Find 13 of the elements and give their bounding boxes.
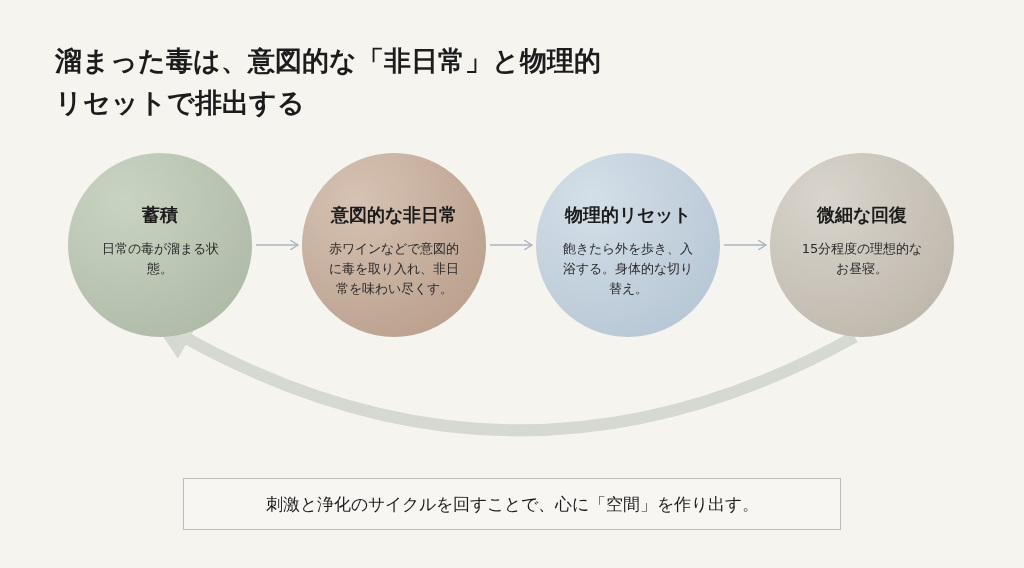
circle-heading: 意図的な非日常 — [331, 203, 457, 227]
circle-heading: 物理的リセット — [565, 203, 691, 227]
circle-heading: 微細な回復 — [817, 203, 907, 227]
arrow — [489, 239, 533, 251]
circle-text: 日常の毒が溜まる状態。 — [100, 240, 220, 278]
title: 溜まった毒は、意図的な「非日常」と物理的リセットで排出する — [55, 44, 602, 120]
arrow — [255, 239, 299, 251]
message-box: 刺激と浄化のサイクルを回すことで、心に「空間」を作り出す。 — [183, 478, 841, 530]
circle-text: 赤ワインなどで意図的に毒を取り入れ、非日常を味わい尽くす。 — [328, 240, 460, 298]
circle-text: 飽きたら外を歩き、入浴する。身体的な切り替え。 — [562, 240, 694, 298]
circle-text: 15分程度の理想的なお昼寝。 — [800, 240, 924, 278]
circle-heading: 蓄積 — [142, 203, 178, 227]
arrow — [723, 239, 767, 251]
